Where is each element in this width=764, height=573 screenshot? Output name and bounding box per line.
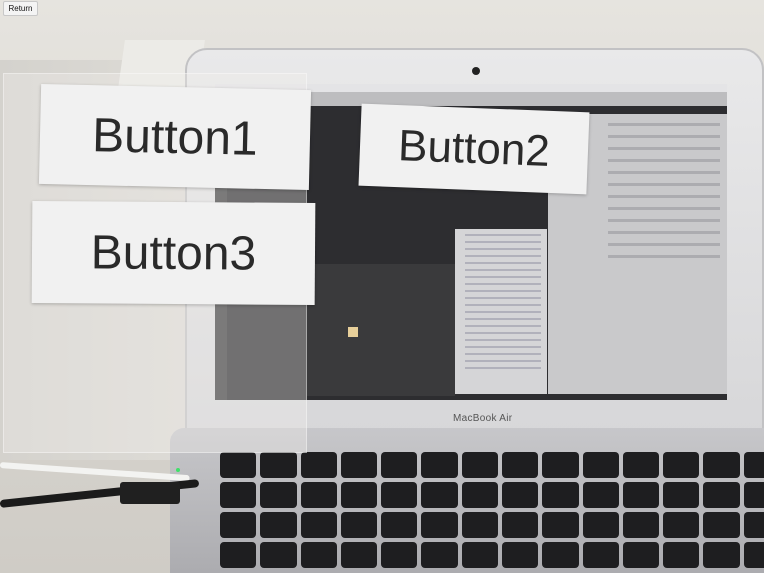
power-plug — [120, 482, 180, 504]
screen-scene-view — [307, 264, 455, 396]
laptop-keyboard — [220, 452, 764, 573]
screen-toolbar — [215, 92, 727, 106]
screen-object — [348, 327, 358, 337]
button-3[interactable]: Button3 — [31, 201, 316, 305]
button-2[interactable]: Button2 — [358, 103, 590, 195]
white-cable — [0, 462, 190, 482]
charging-led — [176, 468, 180, 472]
laptop-brand-text: MacBook Air — [453, 413, 513, 424]
screen-hierarchy-panel — [455, 229, 547, 394]
return-button[interactable]: Return — [3, 1, 38, 16]
laptop-webcam — [472, 67, 480, 75]
screen-menubar — [215, 84, 727, 92]
button-1[interactable]: Button1 — [38, 83, 312, 191]
